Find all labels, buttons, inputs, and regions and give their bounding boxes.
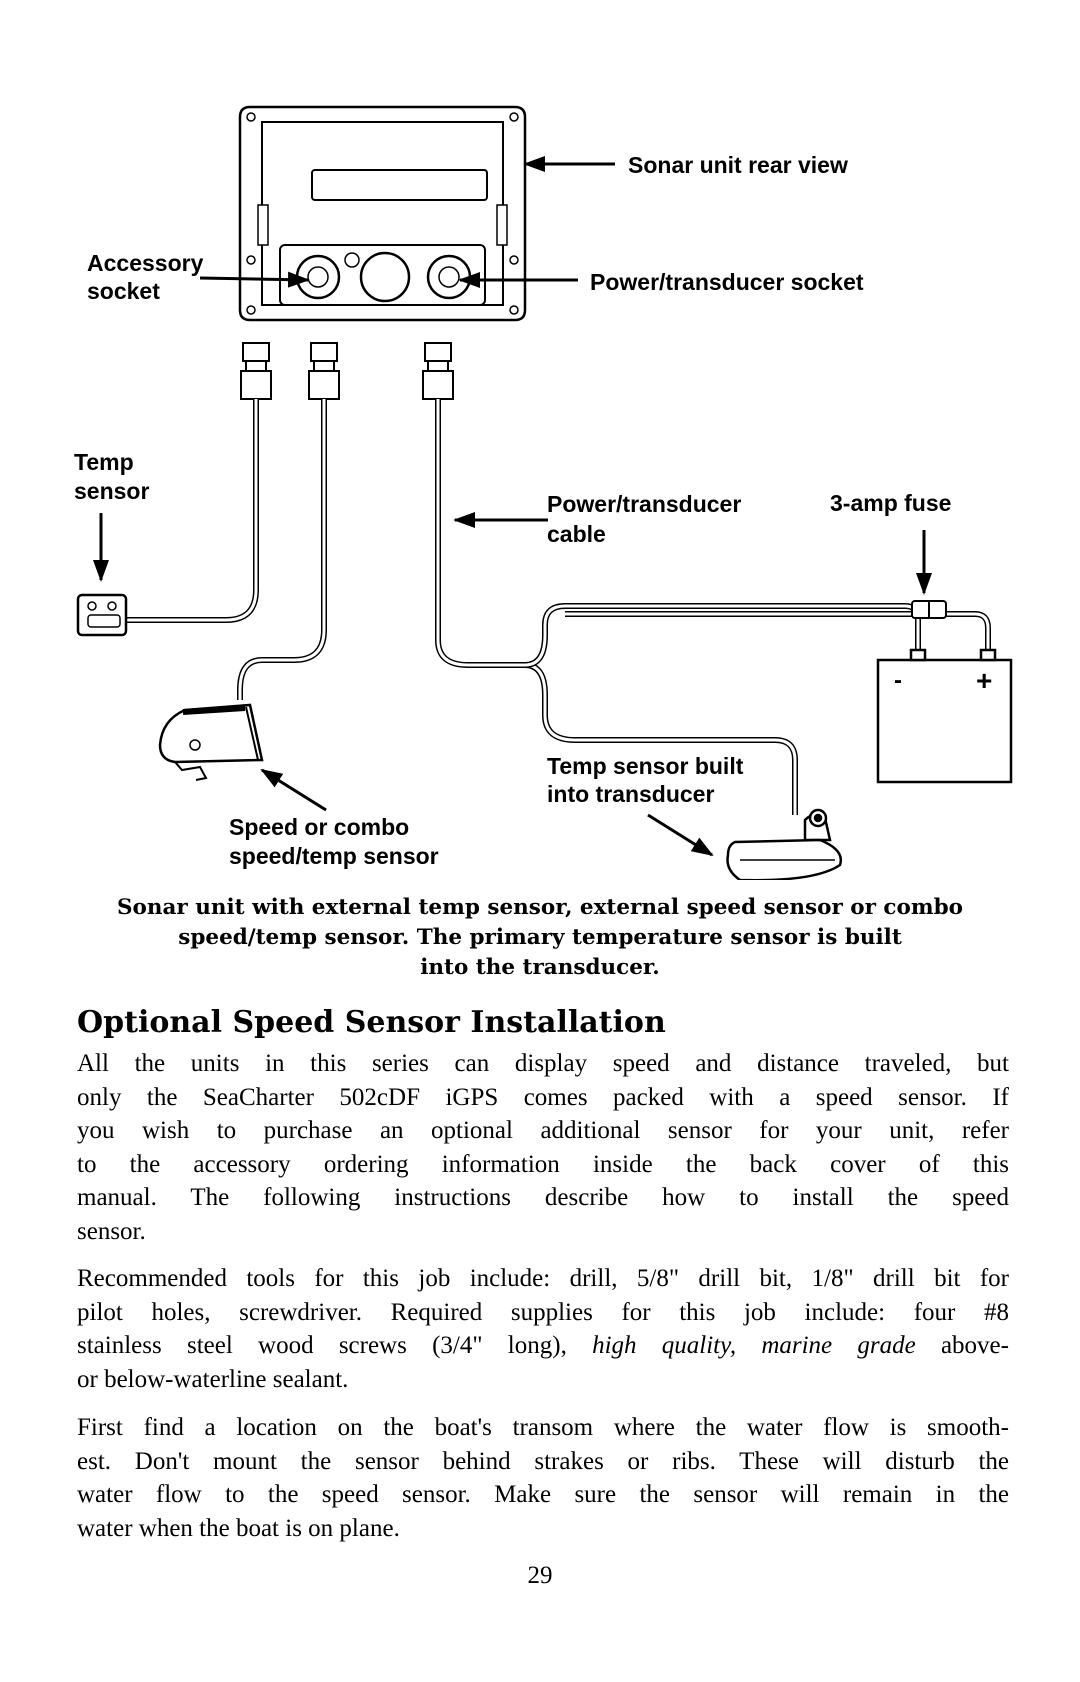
text-line: manual. The following instructions descr… [77,1184,1009,1212]
label-power-cable-line1: Power/transducer [547,491,742,517]
text-segment: stainless steel wood screws (3/4" long), [77,1332,593,1360]
label-temp-sensor-line1: Temp [74,449,134,475]
label-accessory-socket-line2: socket [87,278,160,304]
text-line: First find a location on the boat's tran… [77,1414,1009,1441]
paragraph-3: First find a location on the boat's tran… [77,1411,1009,1545]
battery [876,648,1013,784]
caption-line: speed/temp sensor. The primary temperatu… [178,925,902,950]
label-temp-built-in-line1: Temp sensor built [547,753,744,779]
paragraph-2: Recommended tools for this job include: … [77,1262,1009,1396]
speed-sensor [158,703,264,781]
text-line: you wish to purchase an optional additio… [77,1117,1009,1145]
text-line: stainless steel wood screws (3/4" long),… [77,1329,1009,1363]
text-line: pilot holes, screwdriver. Required suppl… [77,1298,1009,1326]
label-speed-sensor-line2: speed/temp sensor [229,843,439,869]
wiring-diagram: - + [76,105,1013,880]
caption-line: into the transducer. [420,955,660,980]
section-title: Optional Speed Sensor Installation [77,1005,666,1040]
label-sonar-rear-view: Sonar unit rear view [628,152,848,178]
text-line: to the accessory ordering information in… [77,1150,1009,1178]
figure-caption: Sonar unit with external temp sensor, ex… [70,893,1010,983]
label-power-transducer-socket: Power/transducer socket [590,269,864,295]
label-temp-built-in-line2: into transducer [547,781,715,807]
caption-line: Sonar unit with external temp sensor, ex… [117,895,963,920]
arrows [93,156,932,857]
text-line: water flow to the speed sensor. Make sur… [77,1481,1009,1509]
cables [125,399,991,815]
text-line: water when the boat is on plane. [77,1514,400,1542]
connector-plugs [240,342,454,400]
text-line: or below-waterline sealant. [77,1365,349,1393]
label-power-cable-line2: cable [547,521,606,547]
text-line: sensor. [77,1217,146,1245]
emphasis-text: high quality, marine grade [592,1332,916,1360]
text-line: only the SeaCharter 502cDF iGPS comes pa… [77,1083,1009,1111]
text-line: Recommended tools for this job include: … [77,1265,1009,1292]
text-line: All the units in this series can display… [77,1050,1009,1077]
label-fuse: 3-amp fuse [830,490,952,516]
label-speed-sensor-line1: Speed or combo [229,814,410,840]
fuse [911,600,947,619]
label-accessory-socket-line1: Accessory [87,250,204,276]
transducer [726,808,843,880]
page-number: 29 [527,1562,553,1589]
battery-plus: + [976,665,992,696]
battery-minus: - [894,667,902,694]
text-segment: above- [915,1332,1009,1360]
text-line: est. Don't mount the sensor behind strak… [77,1447,1009,1475]
sonar-unit-rear [238,105,527,322]
temp-sensor [76,593,128,637]
paragraph-1: All the units in this series can display… [77,1047,1009,1249]
label-temp-sensor-line2: sensor [74,478,150,504]
